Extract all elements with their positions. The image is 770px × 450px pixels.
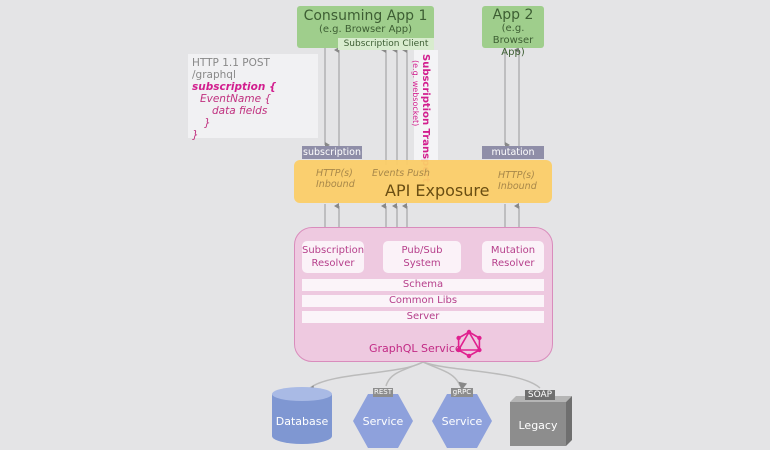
close-brace-inner: }: [204, 117, 211, 129]
consuming-app-subtitle: (e.g. Browser App): [318, 24, 413, 35]
grpc-tag: gRPC: [451, 388, 473, 397]
subscription-transport-panel: [414, 50, 438, 160]
grpc-service-icon: [432, 394, 492, 448]
event-name: EventName {: [200, 93, 272, 105]
subscription-resolver: Subscription Resolver: [302, 241, 364, 273]
subscription-client: Subscription Client: [338, 38, 434, 50]
api-exposure-title: API Exposure: [385, 181, 490, 200]
rest-service-icon: [353, 394, 413, 448]
request-line: HTTP 1.1 POST /graphql: [192, 57, 270, 81]
mutation-tag: mutation: [482, 146, 544, 159]
subscription-request-code: HTTP 1.1 POST /graphql subscription { Ev…: [188, 54, 318, 141]
data-fields: data fields: [212, 105, 268, 117]
api-right-note: HTTP(s) Inbound: [498, 170, 537, 192]
subscription-transport-label: Subscription Transport: [420, 54, 431, 183]
app2-title: App 2: [492, 7, 534, 23]
database-label: Database: [275, 415, 329, 428]
common-libs-layer: Common Libs: [302, 295, 544, 307]
legacy-label: Legacy: [518, 419, 558, 432]
events-push-label: Events Push: [372, 168, 430, 179]
schema-layer: Schema: [302, 279, 544, 291]
server-layer: Server: [302, 311, 544, 323]
close-brace-outer: }: [192, 129, 199, 141]
subscription-tag: subscription: [302, 146, 362, 159]
api-exposure: [294, 160, 552, 203]
legacy-system-icon: [510, 396, 572, 446]
consuming-app-title: Consuming App 1: [303, 8, 428, 24]
soap-tag: SOAP: [525, 390, 555, 400]
app2-subtitle: (e.g. Browser App): [492, 23, 534, 58]
api-left-note: HTTP(s) Inbound: [316, 168, 355, 190]
rest-tag: REST: [373, 388, 393, 397]
database-icon: [272, 387, 332, 444]
grpc-service-label: Service: [441, 415, 483, 428]
subscription-keyword: subscription {: [192, 81, 277, 93]
app-2: App 2 (e.g. Browser App): [482, 6, 544, 58]
subscription-transport-example: (e.g. websocket): [411, 60, 420, 127]
graphql-service-label: GraphQL Service: [369, 342, 462, 355]
mutation-resolver: Mutation Resolver: [482, 241, 544, 273]
pubsub-system: Pub/Sub System: [383, 241, 461, 273]
graphql-logo-icon: [456, 329, 482, 359]
rest-service-label: Service: [362, 415, 404, 428]
